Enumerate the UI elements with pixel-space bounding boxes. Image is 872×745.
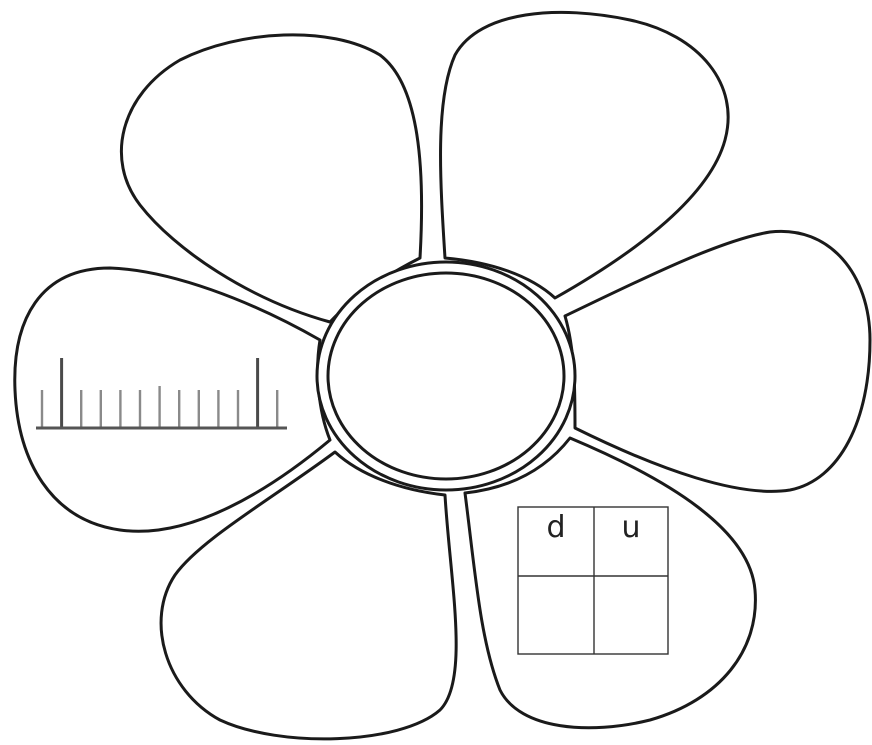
petal-top-right [441,12,729,298]
answer-cell-units[interactable] [595,577,667,653]
column-header-tens: d [546,510,565,545]
answer-cell-tens[interactable] [519,577,593,653]
flower-center [328,273,564,479]
column-header-units: u [621,510,640,545]
petal-right [565,231,870,491]
